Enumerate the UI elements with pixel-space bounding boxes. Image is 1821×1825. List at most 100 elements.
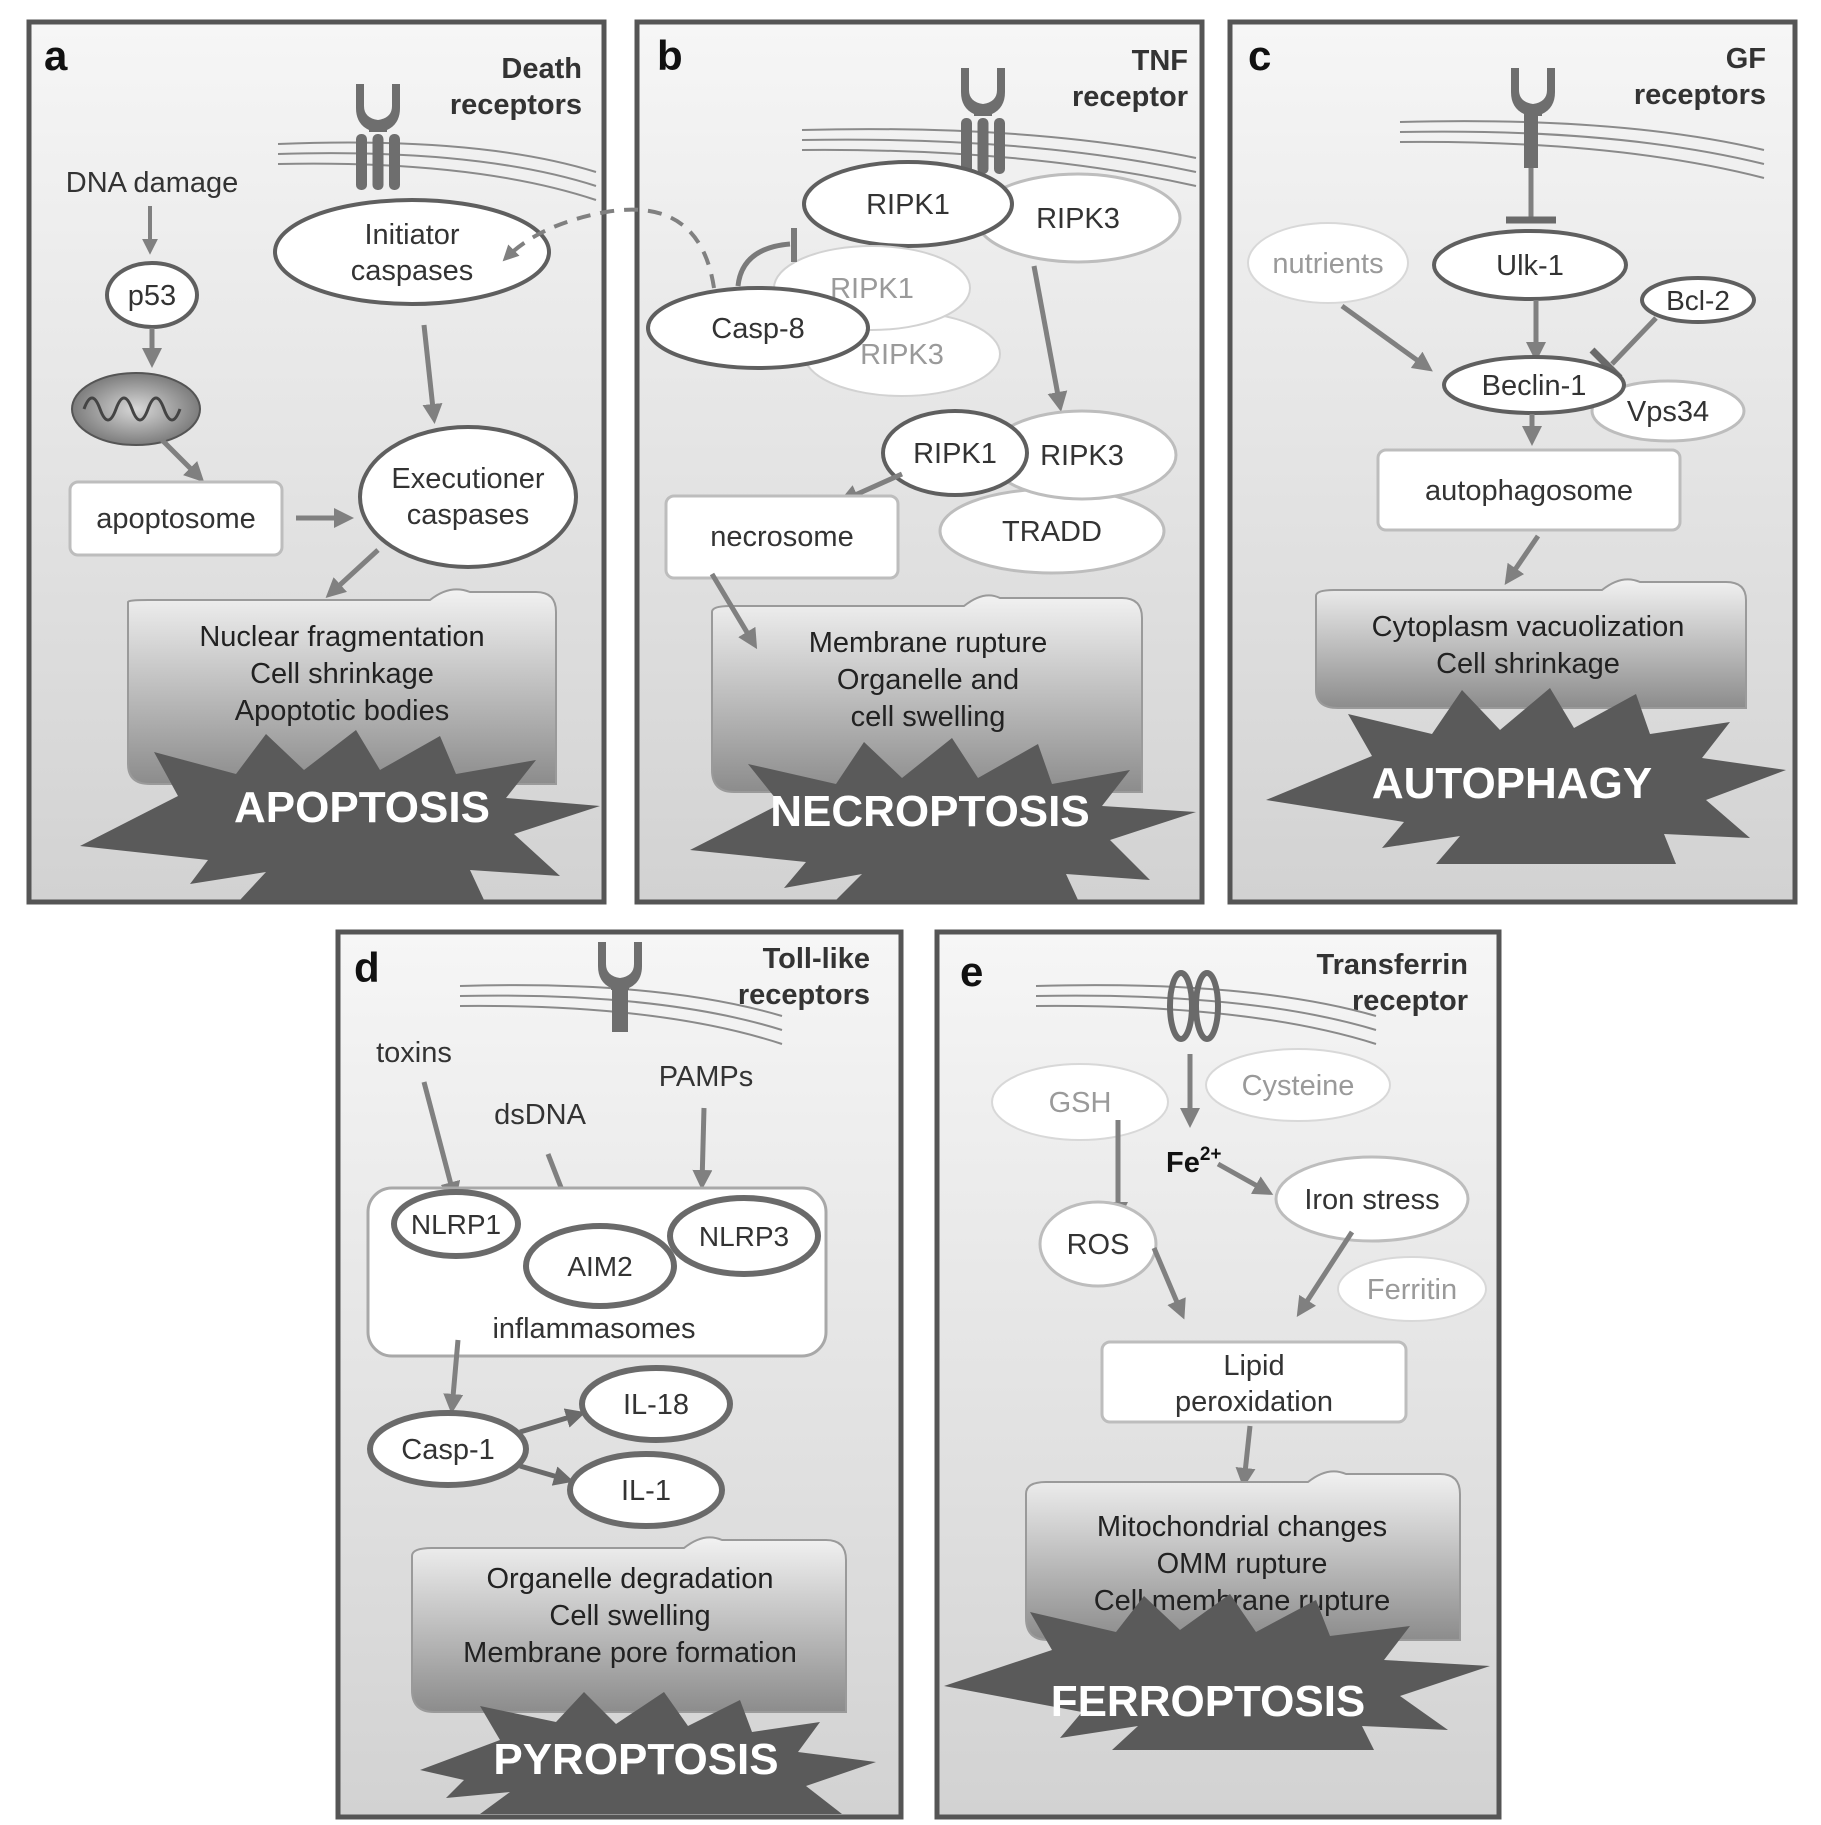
ros-node (1038, 1200, 1158, 1288)
apoptosis-burst (80, 730, 600, 900)
gsh-node (991, 1063, 1169, 1141)
ripk3-top-label: RIPK3 (1036, 203, 1120, 235)
arrow-necrosome-outcome (709, 572, 758, 650)
ulk1-label: Ulk-1 (1496, 250, 1564, 282)
dna-damage-label: DNA damage (66, 167, 239, 199)
nlrp1-label: NLRP1 (411, 1209, 501, 1240)
arrow-casp1-il1 (519, 1463, 574, 1486)
panel-c-autophagy: c GF receptors Ulk-1 nutrients Bcl-2 Vps… (1227, 19, 1798, 905)
fe-superscript: 2+ (1200, 1144, 1222, 1165)
autophagy-label: AUTOPHAGY (1372, 759, 1652, 808)
bcl2-label: Bcl-2 (1666, 285, 1730, 316)
executioner-caspases-label-1: Executioner (391, 463, 544, 495)
ripk1-top-node (802, 160, 1014, 248)
panel-d-receptor-label-1: Toll-like (763, 943, 870, 975)
panel-d-letter: d (354, 944, 380, 991)
ripk1-top-label: RIPK1 (866, 189, 950, 221)
arrow-casp1-il18 (519, 1408, 586, 1435)
arrow-initiator-executioner (421, 324, 443, 424)
panel-b-receptor-label-1: TNF (1132, 45, 1188, 77)
pyroptosis-outcome-1: Organelle degradation (487, 1563, 774, 1595)
necrosome-node (664, 494, 900, 580)
arrow-nutrients-beclin1 (1340, 303, 1433, 372)
il1-label: IL-1 (621, 1475, 671, 1507)
panel-e-membrane (1035, 984, 1377, 1045)
panel-a-receptor-label-2: receptors (450, 89, 582, 121)
ferroptosis-outcome-2: OMM rupture (1157, 1548, 1328, 1580)
nutrients-node (1247, 222, 1409, 304)
necrosome-label: necrosome (710, 521, 853, 553)
arrow-iron-stress-lipid (1296, 1230, 1355, 1318)
autophagy-outcome-1: Cytoplasm vacuolization (1372, 611, 1685, 643)
arrow-lipid-outcome (1235, 1425, 1256, 1488)
lipid-peroxidation-label-1: Lipid (1223, 1350, 1284, 1382)
panel-c-letter: c (1248, 32, 1271, 79)
arrow-casp8-initiator-dashed (502, 207, 716, 289)
panel-d-receptor-label-2: receptors (738, 979, 870, 1011)
ferritin-label: Ferritin (1367, 1274, 1457, 1306)
pyroptosis-outcome-scroll (411, 1536, 847, 1713)
bcl2-beclin1-inhibition-line (1610, 316, 1658, 366)
arrow-mito-apoptosome (160, 438, 205, 483)
panel-b-letter: b (657, 32, 683, 79)
casp8-inhibition-loop (735, 241, 791, 287)
ripk3-mid-label: RIPK3 (1040, 440, 1124, 472)
pyroptosis-burst (420, 1692, 876, 1814)
apoptosis-outcome-3: Apoptotic bodies (235, 695, 449, 727)
necroptosis-outcome-scroll (711, 594, 1143, 793)
beclin1-node (1442, 355, 1626, 415)
apoptosome-node (68, 480, 284, 557)
panel-a-letter: a (44, 32, 68, 79)
nutrients-label: nutrients (1272, 248, 1383, 280)
il18-node (579, 1365, 733, 1443)
panel-d-pyroptosis: d Toll-like receptors toxins dsDNA PAMPs… (335, 929, 904, 1820)
p53-label: p53 (128, 280, 176, 312)
bcl2-node (1640, 276, 1756, 324)
vps34-label: Vps34 (1627, 396, 1709, 428)
necroptosis-outcome-1: Membrane rupture (809, 627, 1048, 659)
dsdna-label: dsDNA (494, 1099, 587, 1131)
initiator-caspases-label-2: caspases (351, 255, 474, 287)
arrow-ripk-complex (1031, 265, 1068, 412)
lipid-peroxidation-node (1100, 1340, 1408, 1424)
panel-e-receptor-label-1: Transferrin (1317, 949, 1469, 981)
panel-e-ferroptosis: e Transferrin receptor GSH Cysteine Fe2+… (934, 929, 1502, 1820)
autophagy-outcome-scroll (1315, 578, 1747, 709)
apoptosome-label: apoptosome (96, 503, 256, 535)
arrow-autophagosome-outcome (1504, 534, 1541, 585)
autophagy-outcome-2: Cell shrinkage (1436, 648, 1620, 680)
executioner-caspases-label-2: caspases (407, 499, 530, 531)
arrow-inflammasomes-casp1 (443, 1339, 464, 1414)
tradd-label: TRADD (1002, 516, 1102, 548)
panel-a-apoptosis: a Death receptors DNA damage p53 apoptos… (26, 19, 607, 905)
gf-receptor-stalk (1524, 114, 1538, 168)
initiator-caspases-node (273, 198, 551, 306)
nlrp3-label: NLRP3 (699, 1221, 789, 1252)
cysteine-node (1205, 1048, 1391, 1122)
arrow-pamps-nlrp3 (692, 1107, 713, 1190)
pamps-label: PAMPs (659, 1061, 754, 1093)
nlrp1-node (391, 1189, 521, 1259)
panel-b-receptor-label-2: receptor (1072, 81, 1188, 113)
panel-a-membrane (277, 141, 597, 201)
pyroptosis-outcome-3: Membrane pore formation (463, 1637, 797, 1669)
casp1-label: Casp-1 (401, 1434, 495, 1466)
fe-label: Fe2+ (1166, 1144, 1222, 1179)
necroptosis-outcome-2: Organelle and (837, 664, 1019, 696)
ripk3-faint-label: RIPK3 (860, 339, 944, 371)
panel-d-membrane (459, 984, 783, 1045)
gsh-label: GSH (1049, 1087, 1112, 1119)
panel-c-membrane (1399, 120, 1765, 179)
panel-b-membrane (801, 128, 1197, 187)
autophagosome-node (1376, 448, 1682, 532)
necroptosis-burst (690, 738, 1196, 900)
ripk1-faint-label: RIPK1 (830, 273, 914, 305)
panel-e-letter: e (960, 948, 983, 995)
initiator-caspases-label-1: Initiator (364, 219, 459, 251)
ros-label: ROS (1067, 1229, 1130, 1261)
ulk1-node (1432, 229, 1628, 301)
panel-e-receptor-label-2: receptor (1352, 985, 1468, 1017)
lipid-peroxidation-label-2: peroxidation (1175, 1386, 1333, 1418)
ripk1-mid-label: RIPK1 (913, 438, 997, 470)
